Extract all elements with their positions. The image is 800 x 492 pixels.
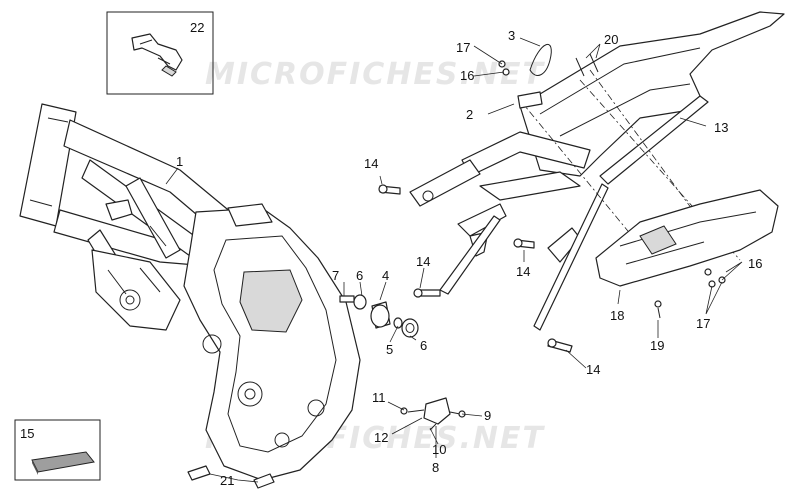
callout-14a: 14 (364, 156, 378, 171)
callout-21: 21 (220, 473, 234, 488)
callout-13: 13 (714, 120, 728, 135)
main-frame (19, 103, 361, 481)
callout-2: 2 (466, 107, 473, 122)
callout-19: 19 (650, 338, 664, 353)
callout-9: 9 (484, 408, 491, 423)
callout-8: 8 (432, 460, 439, 475)
callout-18: 18 (610, 308, 624, 323)
callout-12: 12 (374, 430, 388, 445)
rear-fender (595, 189, 779, 287)
fender-fasteners (654, 268, 726, 319)
callout-16b: 16 (748, 256, 762, 271)
callout-15: 15 (20, 426, 34, 441)
callout-1: 1 (176, 154, 183, 169)
callout-14c: 14 (416, 254, 430, 269)
leader-lines (165, 37, 743, 483)
bolts-14 (378, 184, 573, 353)
sensor-bracket (400, 397, 466, 431)
inset-box-clamp (106, 11, 214, 95)
callout-7: 7 (332, 268, 339, 283)
callout-14b: 14 (516, 264, 530, 279)
spacer-assembly (339, 294, 419, 338)
callout-labels: 1 2 3 4 5 6 6 7 8 9 10 11 12 13 14 14 14… (20, 20, 762, 488)
callout-14d: 14 (586, 362, 600, 377)
callout-4: 4 (382, 268, 389, 283)
callout-10: 10 (432, 442, 446, 457)
callout-17a: 17 (456, 40, 470, 55)
callout-20: 20 (604, 32, 618, 47)
callout-3: 3 (508, 28, 515, 43)
watermark-top: MICROFICHES.NET (205, 57, 546, 92)
inset-box-plate (14, 419, 101, 481)
callout-5: 5 (386, 342, 393, 357)
callout-22: 22 (190, 20, 204, 35)
fasteners-21 (187, 465, 275, 489)
callout-16a: 16 (460, 68, 474, 83)
callout-6a: 6 (356, 268, 363, 283)
callout-11: 11 (372, 390, 386, 405)
callout-6b: 6 (420, 338, 427, 353)
callout-17b: 17 (696, 316, 710, 331)
